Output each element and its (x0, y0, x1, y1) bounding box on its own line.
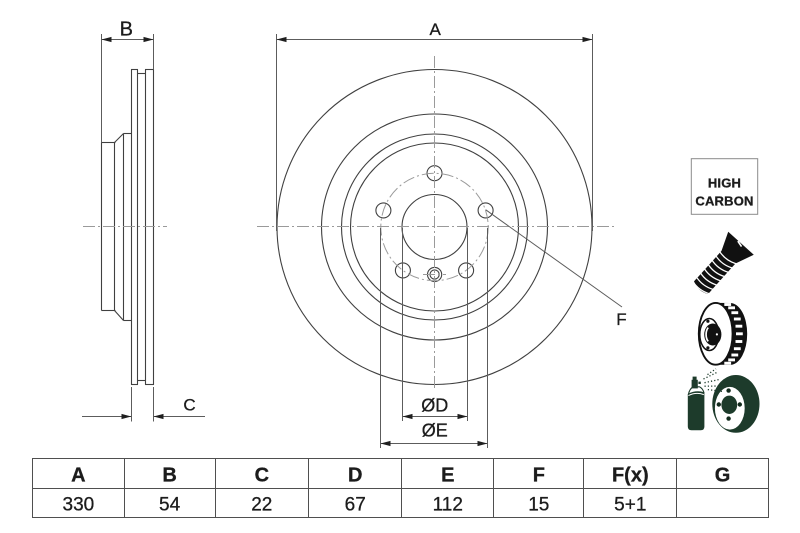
svg-text:F: F (533, 464, 545, 486)
svg-text:E: E (441, 464, 454, 486)
svg-text:A: A (71, 464, 85, 486)
svg-text:B: B (120, 19, 133, 41)
svg-text:F(x): F(x) (612, 464, 649, 486)
svg-text:CARBON: CARBON (695, 194, 753, 209)
svg-text:ØE: ØE (422, 421, 448, 441)
svg-text:B: B (162, 464, 176, 486)
svg-text:67: 67 (345, 494, 366, 515)
svg-text:D: D (348, 464, 362, 486)
svg-text:HIGH: HIGH (708, 176, 741, 191)
svg-text:F: F (616, 310, 626, 329)
svg-text:G: G (715, 464, 731, 486)
svg-text:C: C (183, 396, 195, 415)
svg-text:22: 22 (251, 494, 272, 515)
svg-text:54: 54 (159, 494, 181, 515)
svg-text:330: 330 (63, 494, 95, 515)
svg-text:15: 15 (528, 494, 549, 515)
svg-text:112: 112 (433, 494, 463, 515)
svg-text:C: C (255, 464, 269, 486)
svg-text:A: A (430, 20, 442, 39)
svg-text:ØD: ØD (421, 395, 448, 415)
svg-text:5+1: 5+1 (614, 494, 646, 515)
